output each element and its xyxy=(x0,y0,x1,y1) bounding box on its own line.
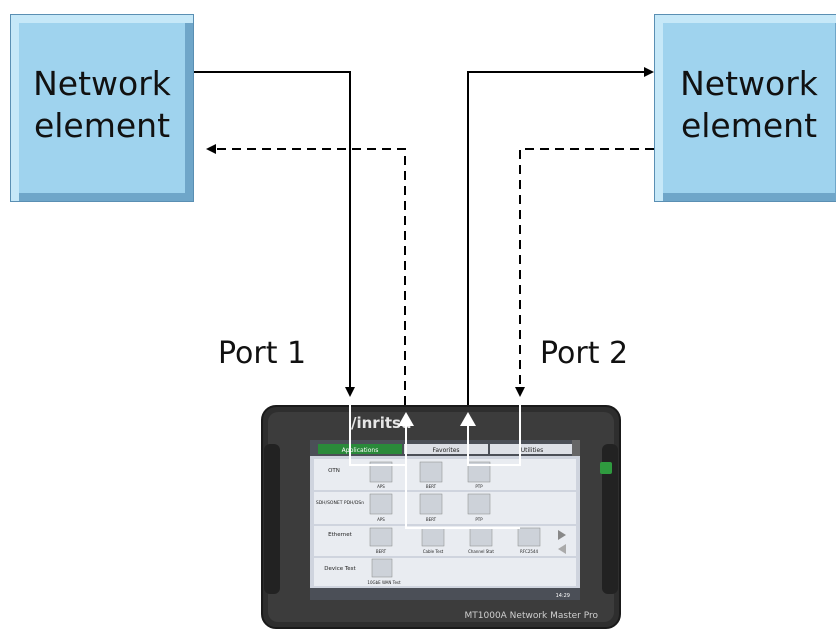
app-icon-device-test[interactable] xyxy=(371,558,393,578)
row-label-ethernet: Ethernet xyxy=(328,532,353,538)
power-button[interactable] xyxy=(600,462,612,474)
tab-favorites-label: Favorites xyxy=(432,447,459,454)
test-instrument: /inritsu Applications Favorites Utilitie… xyxy=(261,405,621,629)
row-label-device-test: Device Test xyxy=(324,566,356,572)
next-page-icon[interactable] xyxy=(558,530,566,540)
tab-utilities-label: Utilities xyxy=(521,447,544,454)
app-icon-eth-rfc[interactable] xyxy=(517,527,541,547)
port1-rx-arrow xyxy=(206,144,406,405)
tab-utilities[interactable] xyxy=(490,444,574,454)
svg-text:APS: APS xyxy=(377,517,385,522)
app-icon-otn-bert[interactable] xyxy=(419,461,443,483)
app-icon-eth-bert[interactable] xyxy=(369,527,393,547)
app-icon-sdh-ptp[interactable] xyxy=(467,493,491,515)
row-label-otn: OTN xyxy=(328,468,340,474)
app-row-ethernet: Ethernet BERT Cable Test Channel Stat RF… xyxy=(314,526,576,556)
clock: 14:29 xyxy=(556,593,570,599)
tab-applications-label: Applications xyxy=(342,447,379,454)
app-icon-otn-aps[interactable] xyxy=(369,461,393,483)
app-row-sdh: SDH/SONET PDH/DSn APS BERT PTP xyxy=(314,492,576,524)
svg-text:Channel Stat: Channel Stat xyxy=(468,549,494,554)
svg-text:PTP: PTP xyxy=(475,484,483,489)
app-icon-sdh-bert[interactable] xyxy=(419,493,443,515)
svg-text:PTP: PTP xyxy=(475,517,483,522)
brand-logo: /inritsu xyxy=(351,414,412,432)
app-icon-sdh-aps[interactable] xyxy=(369,493,393,515)
svg-text:APS: APS xyxy=(377,484,385,489)
prev-page-icon[interactable] xyxy=(558,544,566,554)
port1-tx-arrow xyxy=(194,71,355,397)
app-icon-otn-ptp[interactable] xyxy=(467,461,491,483)
app-row-otn: OTN APS BERT PTP xyxy=(314,459,576,490)
svg-text:Cable Test: Cable Test xyxy=(423,549,444,554)
app-row-device-test: Device Test 10GbE WAN Test xyxy=(314,558,576,586)
svg-text:10GbE WAN Test: 10GbE WAN Test xyxy=(367,580,401,585)
port1-label: Port 1 xyxy=(218,336,307,371)
status-bar xyxy=(310,588,580,600)
svg-text:RFC2544: RFC2544 xyxy=(520,549,539,554)
port2-label: Port 2 xyxy=(540,336,629,371)
app-icon-eth-cable[interactable] xyxy=(421,527,445,547)
port2-tx-arrow xyxy=(467,67,654,405)
svg-text:BERT: BERT xyxy=(426,484,437,489)
app-icon-eth-channel[interactable] xyxy=(469,527,493,547)
svg-text:BERT: BERT xyxy=(376,549,387,554)
row-label-sdh: SDH/SONET PDH/DSn xyxy=(316,500,364,506)
model-label: MT1000A Network Master Pro xyxy=(465,611,599,621)
svg-text:BERT: BERT xyxy=(426,517,437,522)
